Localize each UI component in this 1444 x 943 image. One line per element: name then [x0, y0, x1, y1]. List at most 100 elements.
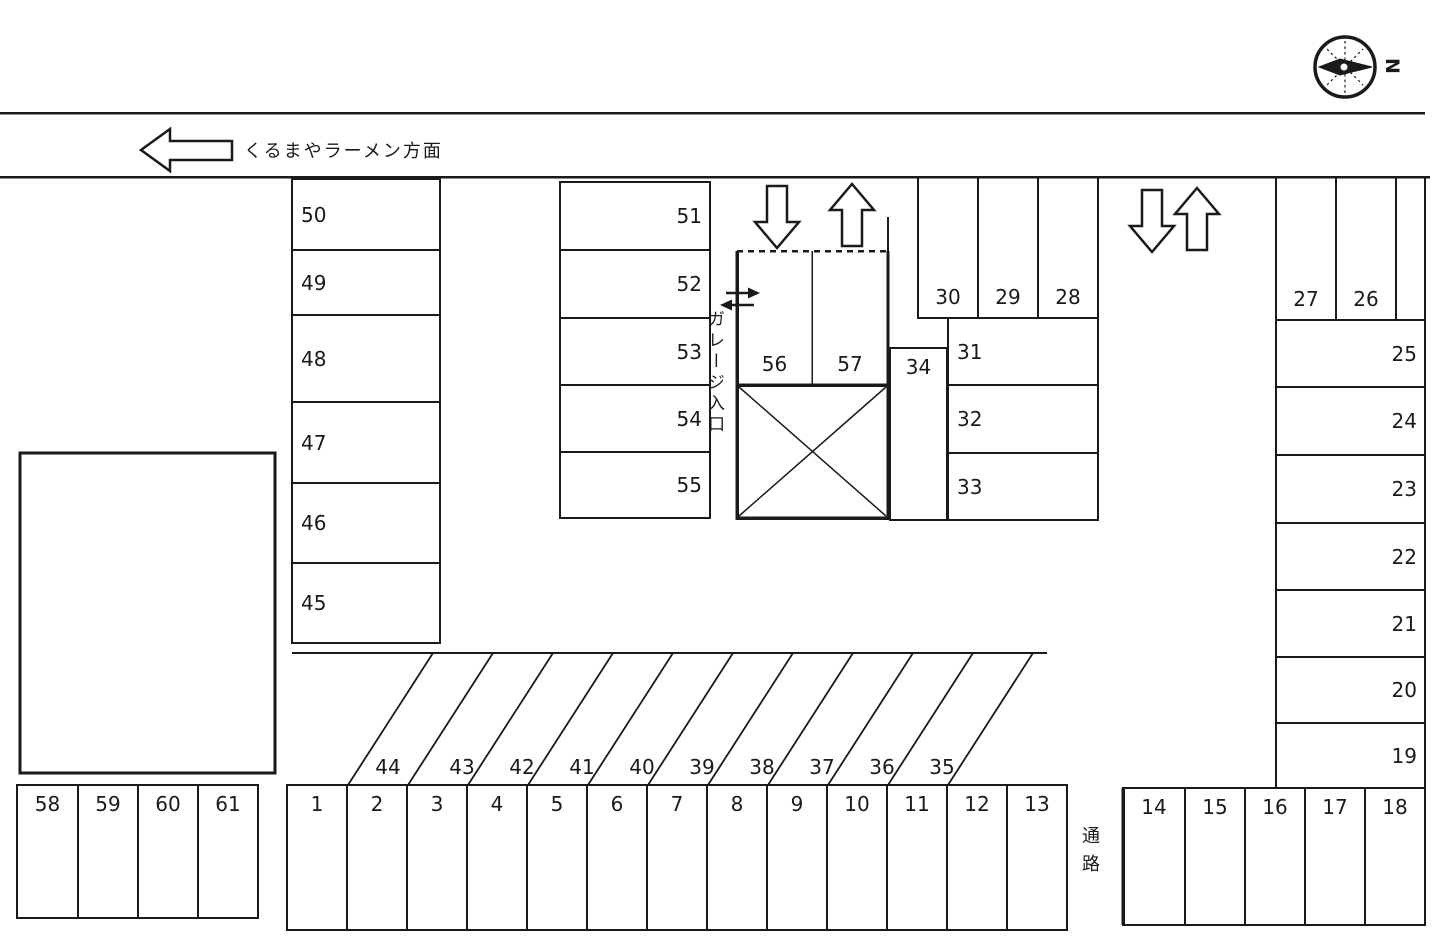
parking-stall-32: 32	[948, 385, 1098, 453]
parking-stall-37: 37	[809, 755, 835, 779]
stall-number: 9	[790, 792, 804, 816]
parking-stall-43: 43	[449, 755, 475, 779]
stall-number: 58	[34, 792, 61, 816]
stall-number: 4	[490, 792, 504, 816]
parking-stall-9: 9	[767, 785, 827, 930]
parking-stall-29: 29	[978, 177, 1038, 318]
parking-stall-11: 11	[887, 785, 947, 930]
parking-stall-50: 50	[292, 179, 440, 250]
stall-number: 56	[761, 352, 788, 376]
stall-number: 45	[301, 591, 327, 615]
parking-stall-4: 4	[467, 785, 527, 930]
stall-number: 34	[905, 355, 932, 379]
arrow-down-icon	[752, 184, 802, 250]
stall-number: 13	[1024, 792, 1050, 816]
stall-number: 10	[844, 792, 870, 816]
stall-outline	[559, 451, 711, 519]
stall-number: 48	[301, 346, 327, 371]
diagonal-stall-line	[827, 652, 914, 786]
parking-stall-5: 5	[527, 785, 587, 930]
diagonal-stall-line	[407, 652, 494, 786]
garage-entrance-label: ガレージ入口	[704, 310, 724, 436]
parking-stall-22: 22	[1276, 523, 1425, 590]
garage-building-outline	[735, 383, 890, 520]
diagonal-stall-line	[587, 652, 674, 786]
parking-stall-26: 26	[1336, 177, 1396, 320]
parking-stall-19: 19	[1276, 723, 1425, 788]
stall-number: 14	[1141, 795, 1167, 819]
parking-stall-21: 21	[1276, 590, 1425, 657]
parking-stall-46: 46	[292, 483, 440, 563]
stall-number: 28	[1055, 285, 1081, 309]
stall-number: 61	[215, 792, 241, 816]
diagonal-stall-line	[887, 652, 974, 786]
parking-stall-36: 36	[869, 755, 895, 779]
street-direction-label: くるまやラーメン方面	[244, 141, 443, 162]
diagonal-stall-line	[347, 652, 434, 786]
parking-stall-44: 44	[375, 755, 401, 779]
diagonal-stall-line	[647, 652, 734, 786]
parking-stall-14: 14	[1123, 788, 1185, 925]
stall-number: 50	[301, 202, 327, 227]
aisle-label: 通路	[1079, 826, 1100, 882]
stall-number: 18	[1382, 795, 1408, 819]
parking-stall-unlabeled	[1396, 177, 1425, 320]
stall-outline	[1006, 784, 1068, 931]
stall-number: 11	[904, 792, 930, 816]
stall-number: 2	[370, 792, 384, 816]
stall-number: 46	[301, 511, 327, 535]
stall-number: 25	[1391, 341, 1417, 366]
stall-number: 32	[957, 407, 983, 431]
stall-number: 33	[957, 474, 983, 499]
parking-stall-13: 13	[1007, 785, 1067, 930]
parking-stall-6: 6	[587, 785, 647, 930]
stall-number: 5	[550, 792, 564, 816]
compass-icon	[1313, 35, 1377, 99]
parking-stall-24: 24	[1276, 387, 1425, 455]
stall-outline	[291, 562, 441, 644]
stall-number: 6	[610, 792, 624, 816]
diagonal-stall-line	[947, 652, 1034, 786]
parking-stall-3: 3	[407, 785, 467, 930]
parking-stall-56: 56	[737, 251, 812, 385]
two-way-arrow-icon	[720, 287, 760, 311]
stall-number: 8	[730, 792, 744, 816]
parking-stall-10: 10	[827, 785, 887, 930]
parking-stall-18: 18	[1365, 788, 1425, 925]
stall-number: 55	[676, 473, 702, 497]
stall-outline	[889, 347, 948, 521]
stall-number: 16	[1262, 795, 1288, 819]
diagonal-stall-line	[767, 652, 854, 786]
stall-number: 19	[1391, 743, 1417, 768]
parking-stall-58: 58	[17, 785, 78, 918]
parking-stall-35: 35	[929, 755, 955, 779]
stall-number: 17	[1322, 795, 1348, 819]
stall-number: 27	[1293, 287, 1319, 311]
stall-number: 15	[1202, 795, 1228, 819]
stall-number: 53	[676, 339, 702, 364]
parking-stall-60: 60	[138, 785, 198, 918]
parking-stall-28: 28	[1038, 177, 1098, 318]
parking-stall-51: 51	[560, 182, 710, 250]
stall-number: 54	[676, 406, 702, 431]
parking-stall-48: 48	[292, 315, 440, 402]
stall-number: 29	[995, 285, 1021, 309]
parking-stall-52: 52	[560, 250, 710, 318]
stall-number: 31	[957, 339, 983, 364]
parking-stall-38: 38	[749, 755, 775, 779]
parking-stall-47: 47	[292, 402, 440, 483]
parking-stall-42: 42	[509, 755, 535, 779]
stall-number: 59	[95, 792, 121, 816]
stall-number: 1	[310, 792, 324, 816]
parking-stall-39: 39	[689, 755, 715, 779]
stall-outline	[197, 784, 259, 919]
parking-stall-15: 15	[1185, 788, 1245, 925]
parking-stall-49: 49	[292, 250, 440, 315]
arrow-down-icon	[1127, 188, 1177, 254]
parking-stall-41: 41	[569, 755, 595, 779]
parking-stall-16: 16	[1245, 788, 1305, 925]
garage-building-cross	[738, 386, 887, 517]
parking-stall-54: 54	[560, 385, 710, 452]
stall-number: 57	[837, 352, 863, 376]
